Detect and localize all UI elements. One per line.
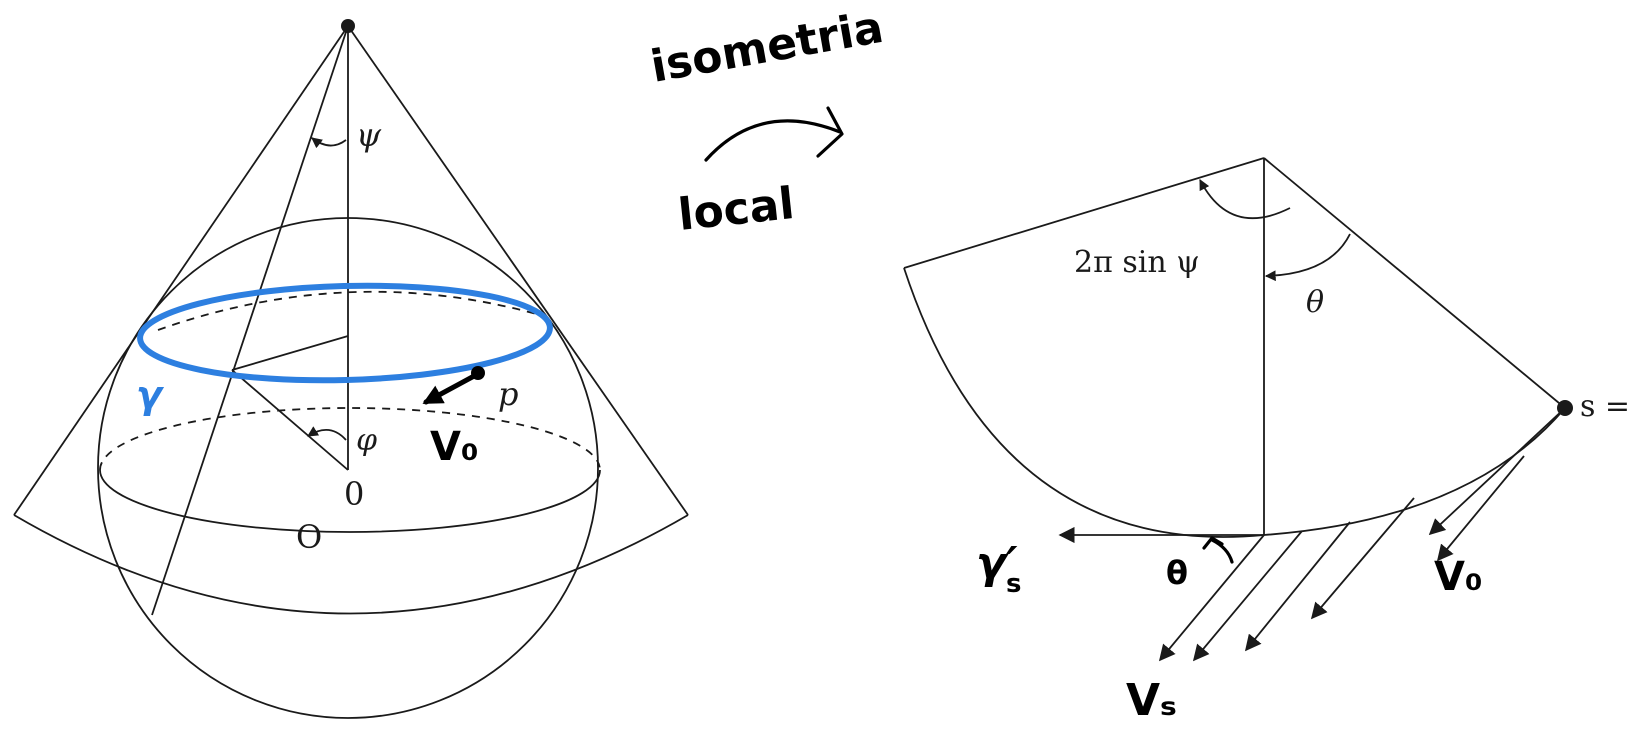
center-label: 0	[344, 475, 364, 513]
sector-arc	[903, 267, 1566, 538]
gamma-curve	[137, 282, 553, 384]
parallel-vector-6	[1436, 455, 1525, 562]
radius-to-center	[231, 369, 349, 471]
psi-label: ψ	[356, 116, 382, 154]
sector-angle-label: 2π sin ψ	[1074, 245, 1200, 280]
sector-right-radius	[1263, 157, 1566, 409]
theta-bottom-label: θ	[1166, 554, 1188, 592]
parallel-vector-5	[1428, 407, 1566, 536]
tangent-label: γ′ s	[976, 538, 1021, 599]
cone-sphere-figure: ψ φ 0 O p γ V₀	[13, 19, 689, 719]
annotation-arrowhead	[816, 106, 844, 158]
parallel-vector-3	[1244, 521, 1351, 652]
v0-label-left: V₀	[430, 424, 478, 470]
sector-left-radius	[903, 157, 1265, 269]
parallel-vector-1	[1158, 534, 1265, 662]
sector-angle-arc	[1199, 179, 1291, 220]
phi-angle-arc	[307, 426, 347, 441]
cone-base-arc	[13, 514, 689, 615]
start-label: s = 0	[1580, 389, 1638, 424]
phi-label: φ	[356, 423, 377, 458]
v0-label-right: V₀	[1434, 554, 1482, 600]
sphere-outline	[97, 217, 599, 719]
annotation-line1: isometria	[647, 2, 887, 93]
theta-bottom-arc	[1210, 538, 1234, 564]
cone-apex-point	[341, 19, 355, 33]
parallel-vector-4	[1310, 497, 1415, 620]
parallel-vector-2	[1192, 530, 1303, 662]
cone-right-side	[347, 25, 689, 516]
equator-label: O	[296, 518, 322, 556]
annotation-curved-arrow	[704, 119, 842, 162]
svg-text:s: s	[1006, 569, 1021, 599]
psi-angle-arc	[311, 137, 347, 149]
tangent-circle-back	[157, 290, 541, 331]
cone-left-side	[13, 25, 349, 516]
v0-vector-arrow	[422, 372, 479, 405]
theta-top-label: θ	[1306, 285, 1324, 320]
radius-to-circle	[231, 335, 349, 371]
unrolled-sector-figure: 2π sin ψ θ s = 0 V₀ γ′ s θ Vₛ	[903, 157, 1638, 726]
svg-text:γ′: γ′	[976, 538, 1018, 589]
point-p-label: p	[498, 375, 518, 413]
theta-top-arc	[1264, 233, 1351, 282]
sphere-equator-front	[99, 469, 601, 533]
vs-label: Vₛ	[1126, 675, 1177, 726]
sphere-equator-back	[99, 407, 601, 471]
gamma-label: γ	[136, 373, 165, 417]
annotation-line2: local	[676, 178, 797, 241]
isometry-annotation: isometria local	[647, 2, 887, 241]
theta-bottom-arrowhead	[1202, 536, 1224, 550]
